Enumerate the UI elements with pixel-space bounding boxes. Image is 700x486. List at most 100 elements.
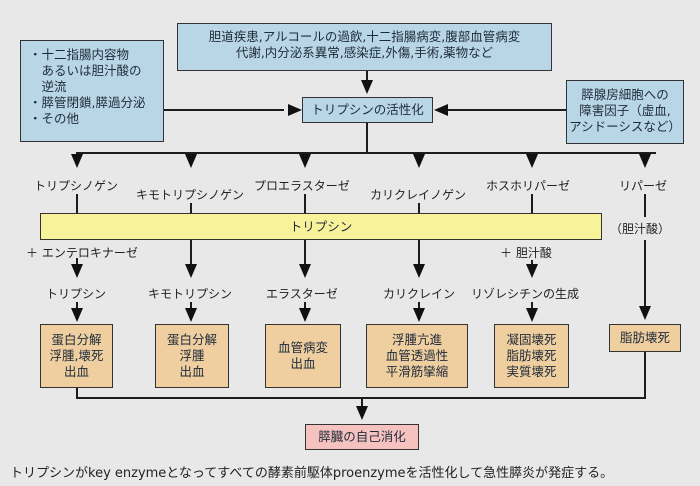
cause-line: 代謝,内分泌系異常,感染症,外傷,手術,薬物など — [235, 45, 494, 60]
arrow-down-icon — [639, 306, 651, 320]
cause-item: あるいは胆汁酸の — [29, 63, 142, 78]
connector — [531, 194, 533, 214]
connector — [190, 240, 192, 266]
connector — [304, 240, 306, 266]
arrow-down-icon — [413, 264, 425, 278]
connector — [366, 71, 368, 83]
bile-acid-paren-label: （胆汁酸） — [610, 222, 671, 236]
proenzyme-chymotrypsinogen: キモトリプシノゲン — [136, 188, 245, 202]
connector — [304, 302, 306, 310]
trypsin-bar-label: トリプシン — [289, 218, 353, 234]
connector — [76, 258, 78, 266]
proenzyme-phospholipase: ホスホリパーゼ — [486, 179, 571, 193]
cause-line: 膵腺房細胞への — [581, 87, 669, 102]
effect-line: 実質壊死 — [506, 364, 557, 379]
effect-line: 浮腫 — [179, 348, 205, 363]
arrow-down-icon — [71, 154, 83, 168]
connector — [76, 302, 78, 310]
arrow-down-icon — [299, 308, 311, 322]
enzyme-chymotrypsin: キモトリプシン — [148, 287, 233, 301]
connector — [418, 203, 420, 214]
connector — [76, 194, 78, 214]
connector — [531, 302, 533, 310]
connector — [418, 302, 420, 310]
effect-line: 蛋白分解 — [166, 332, 217, 347]
cause-box-acinar-injury: 膵腺房細胞への 障害因子（虚血, アシドーシスなど） — [566, 80, 684, 144]
enzyme-lysolecithin: リゾレシチンの生成 — [471, 287, 580, 301]
connector — [531, 260, 533, 266]
effect-line: 出血 — [179, 364, 205, 379]
effect-line: 蛋白分解 — [51, 332, 102, 347]
effect-line: 凝固壊死 — [506, 332, 557, 347]
cause-box-reflux: ・十二指腸内容物 あるいは胆汁酸の 逆流 ・膵管閉鎖,膵過分泌 ・その他 — [20, 40, 164, 142]
activation-label: トリプシンの活性化 — [311, 102, 424, 117]
connector — [366, 123, 368, 153]
trypsin-activation-box: トリプシンの活性化 — [302, 97, 433, 123]
cause-item: ・十二指腸内容物 — [29, 47, 130, 62]
connector — [361, 398, 363, 408]
arrow-down-icon — [413, 308, 425, 322]
effect-line: 脂肪壊死 — [619, 330, 670, 345]
proenzyme-lipase: リパーゼ — [619, 179, 668, 193]
connector — [418, 240, 420, 266]
arrow-down-icon — [526, 264, 538, 278]
arrow-down-icon — [526, 308, 538, 322]
proenzyme-trypsinogen: トリプシノゲン — [34, 179, 119, 193]
enzyme-trypsin: トリプシン — [46, 287, 107, 301]
connector — [190, 203, 192, 214]
arrow-down-icon — [71, 308, 83, 322]
enzyme-elastase: エラスターゼ — [266, 287, 338, 301]
arrow-down-icon — [185, 308, 197, 322]
connector — [304, 194, 306, 214]
effect-line: 血管病変 — [277, 340, 328, 355]
proenzyme-kallikreinogen: カリクレイノゲン — [370, 188, 467, 202]
arrow-down-icon — [356, 406, 368, 420]
outcome-box: 膵臓の自己消化 — [305, 424, 419, 450]
cause-box-diseases: 胆道疾患,アルコールの過飲,十二指腸病変,腹部血管病変 代謝,内分泌系異常,感染… — [177, 23, 552, 71]
effect-line: 脂肪壊死 — [506, 348, 557, 363]
distribution-line — [76, 152, 656, 154]
arrow-down-icon — [185, 264, 197, 278]
enzyme-kallikrein: カリクレイン — [383, 287, 456, 301]
effect-box-lipase: 脂肪壊死 — [609, 324, 681, 352]
connector — [76, 388, 78, 398]
effect-line: 出血 — [63, 364, 89, 379]
cause-item: ・その他 — [29, 111, 80, 126]
connector — [644, 194, 646, 217]
arrow-down-icon — [526, 154, 538, 168]
arrow-right-icon — [288, 104, 302, 116]
connector — [190, 302, 192, 310]
cofactor-enterokinase: ＋ エンテロキナーゼ — [26, 246, 138, 260]
arrow-down-icon — [361, 80, 373, 94]
arrow-down-icon — [413, 154, 425, 168]
arrow-down-icon — [639, 154, 651, 168]
arrow-down-icon — [71, 264, 83, 278]
effect-box-kallikrein: 浮腫亢進 血管透過性 平滑筋攣縮 — [366, 324, 468, 388]
effect-box-elastase: 血管病変 出血 — [265, 324, 341, 388]
cofactor-bile-acid: ＋ 胆汁酸 — [500, 246, 552, 260]
effect-line: 平滑筋攣縮 — [385, 364, 449, 379]
cause-line: 障害因子（虚血, — [579, 103, 671, 118]
effect-line: 浮腫亢進 — [391, 332, 442, 347]
effect-box-phospholipase: 凝固壊死 脂肪壊死 実質壊死 — [494, 324, 569, 388]
outcome-label: 膵臓の自己消化 — [318, 429, 406, 444]
arrow-left-icon — [434, 104, 448, 116]
arrow-down-icon — [299, 264, 311, 278]
arrow-down-icon — [299, 154, 311, 168]
connector — [164, 109, 284, 111]
proenzyme-proelastase: プロエラスターゼ — [254, 179, 350, 193]
effect-line: 浮腫,壊死 — [49, 348, 104, 363]
connector — [644, 352, 646, 398]
effect-box-trypsin: 蛋白分解 浮腫,壊死 出血 — [40, 324, 113, 388]
cause-line: アシドーシスなど） — [569, 119, 681, 134]
connector — [448, 109, 566, 111]
trypsin-bar-main: トリプシン — [40, 213, 602, 240]
cause-item: 逆流 — [29, 79, 67, 94]
effect-box-chymotrypsin: 蛋白分解 浮腫 出血 — [155, 324, 229, 388]
effect-line: 血管透過性 — [385, 348, 449, 363]
cause-item: ・膵管閉鎖,膵過分泌 — [29, 95, 146, 110]
connector — [644, 240, 646, 306]
effect-line: 出血 — [290, 356, 316, 371]
arrow-down-icon — [185, 154, 197, 168]
